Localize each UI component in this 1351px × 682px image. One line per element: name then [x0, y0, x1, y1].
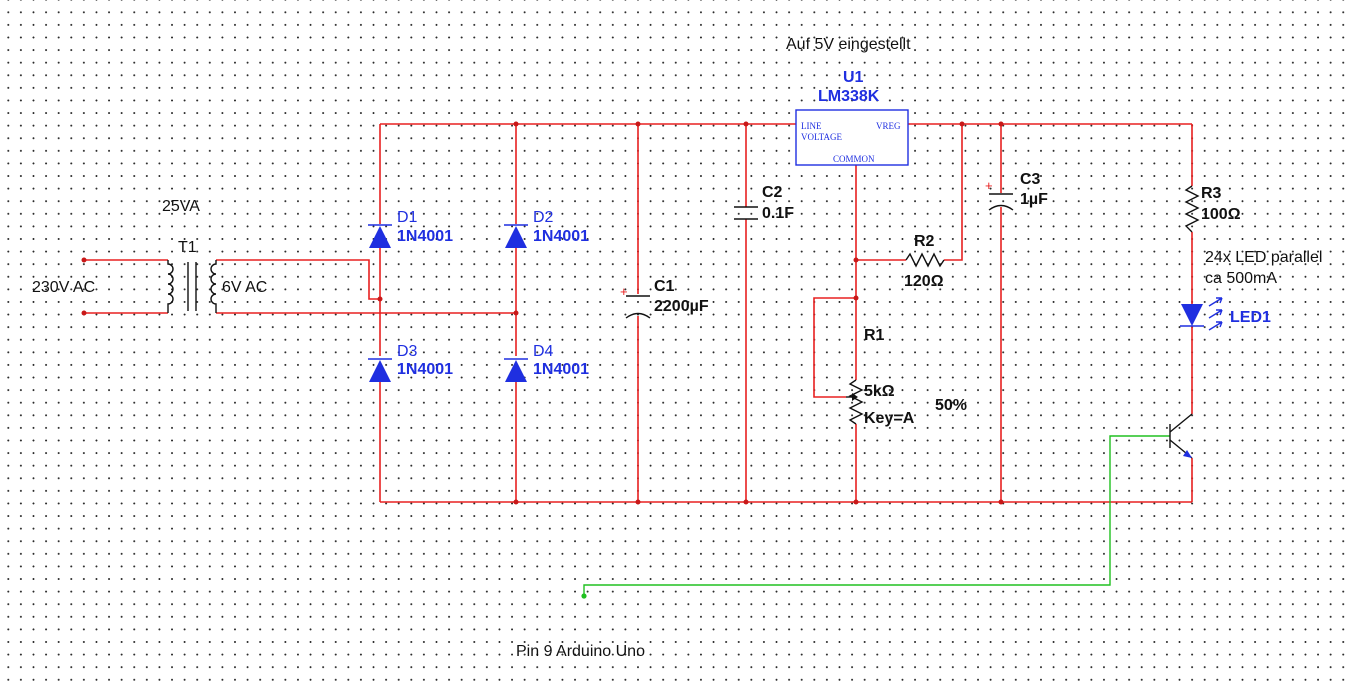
transistor-symbol[interactable]	[1169, 413, 1193, 459]
arduino-control-wire	[583, 435, 1170, 596]
r1-ref: R1	[864, 327, 885, 344]
secondary-top-lead	[216, 259, 380, 300]
regulator-u1-box[interactable]: LINE VOLTAGE VREG COMMON	[795, 109, 909, 166]
led-symbol[interactable]	[1180, 297, 1223, 331]
input-terminal[interactable]	[81, 257, 87, 263]
led-ref: LED1	[1230, 309, 1271, 326]
regulator-body	[795, 109, 909, 166]
d3-part: 1N4001	[397, 361, 453, 378]
d3-ref: D3	[397, 343, 418, 360]
junction	[853, 257, 859, 263]
c2-value: 0.1F	[762, 205, 794, 222]
resistor-r2-symbol[interactable]	[905, 252, 945, 268]
diode-triangle	[505, 360, 527, 382]
capacitor-c2-symbol[interactable]	[734, 206, 758, 220]
input-voltage-label: 230V AC	[32, 279, 95, 296]
led-triangle	[1181, 304, 1203, 326]
diode-d2-symbol[interactable]	[504, 224, 528, 248]
regulator-pin-vreg: VREG	[876, 121, 901, 131]
junction	[743, 121, 749, 127]
emission-arrow	[1208, 297, 1223, 307]
r3-ref: R3	[1201, 185, 1222, 202]
wiper-arrow	[852, 393, 858, 401]
junction	[853, 295, 859, 301]
transformer-ref: T1	[178, 239, 197, 256]
junction	[998, 499, 1004, 505]
d2-part: 1N4001	[533, 228, 589, 245]
resistor-zigzag	[905, 252, 945, 268]
r2-value: 120Ω	[904, 273, 944, 290]
input-terminal[interactable]	[81, 310, 87, 316]
d4-ref: D4	[533, 343, 554, 360]
junction	[635, 499, 641, 505]
r3-value: 100Ω	[1201, 206, 1241, 223]
plus-sign: +	[985, 178, 993, 193]
r2-right-wire	[944, 124, 963, 261]
regulator-ref: U1	[843, 69, 864, 86]
junction	[959, 121, 965, 127]
junction	[513, 499, 519, 505]
regulator-pin-voltage: VOLTAGE	[801, 132, 842, 142]
arduino-note: Pin 9 Arduino Uno	[516, 643, 645, 660]
junction	[635, 121, 641, 127]
wires	[84, 123, 1193, 503]
r1-value: 5kΩ	[864, 383, 895, 400]
capacitor-c1-symbol[interactable]: +	[620, 284, 651, 319]
junction	[513, 121, 519, 127]
r1-key: Key=A	[864, 410, 915, 427]
plus-sign: +	[620, 284, 628, 299]
resistor-zigzag	[848, 379, 864, 425]
diode-triangle	[505, 226, 527, 248]
d1-part: 1N4001	[397, 228, 453, 245]
c2-ref: C2	[762, 184, 783, 201]
secondary-coil	[210, 260, 217, 313]
junction	[377, 296, 383, 302]
transistor-collector	[1169, 413, 1193, 433]
led-note-line2: ca 500mA	[1205, 270, 1277, 287]
regulator-pin-line: LINE	[801, 121, 822, 131]
led-note-line1: 24x LED parallel	[1205, 249, 1322, 266]
emission-arrow	[1208, 321, 1223, 331]
junctions	[81, 121, 1004, 505]
primary-coil	[167, 260, 174, 313]
regulator-pin-common: COMMON	[833, 154, 875, 164]
transformer-symbol[interactable]	[167, 260, 217, 313]
d2-ref: D2	[533, 209, 554, 226]
resistor-r3-symbol[interactable]	[1184, 185, 1200, 233]
resistor-zigzag	[1184, 185, 1200, 233]
regulator-note: Auf 5V eingestellt	[786, 36, 911, 53]
emitter-arrow	[1183, 450, 1192, 458]
pot-setting[interactable]: 50%	[935, 397, 967, 414]
diode-triangle	[369, 226, 391, 248]
r2-ref: R2	[914, 233, 935, 250]
junction	[998, 121, 1004, 127]
pot-wiper-wire	[813, 297, 856, 398]
regulator-part: LM338K	[818, 88, 880, 105]
d1-ref: D1	[397, 209, 418, 226]
arduino-pin-terminal[interactable]	[581, 593, 587, 599]
c3-ref: C3	[1020, 171, 1041, 188]
diode-triangle	[369, 360, 391, 382]
c1-ref: C1	[654, 278, 675, 295]
cap-plate-curved	[625, 312, 651, 319]
diode-d1-symbol[interactable]	[368, 224, 392, 248]
power-rating: 25VA	[162, 198, 200, 215]
junction	[853, 499, 859, 505]
junction	[513, 310, 519, 316]
junction	[743, 499, 749, 505]
cap-plate-curved	[988, 204, 1014, 211]
emission-arrow	[1208, 309, 1223, 319]
secondary-voltage-label: 6V AC	[222, 279, 267, 296]
c3-value: 1µF	[1020, 191, 1048, 208]
diode-d4-symbol[interactable]	[504, 358, 528, 382]
c1-value: 2200µF	[654, 298, 709, 315]
potentiometer-r1-symbol[interactable]	[846, 379, 864, 425]
diode-d3-symbol[interactable]	[368, 358, 392, 382]
capacitor-c3-symbol[interactable]: +	[985, 178, 1014, 211]
d4-part: 1N4001	[533, 361, 589, 378]
